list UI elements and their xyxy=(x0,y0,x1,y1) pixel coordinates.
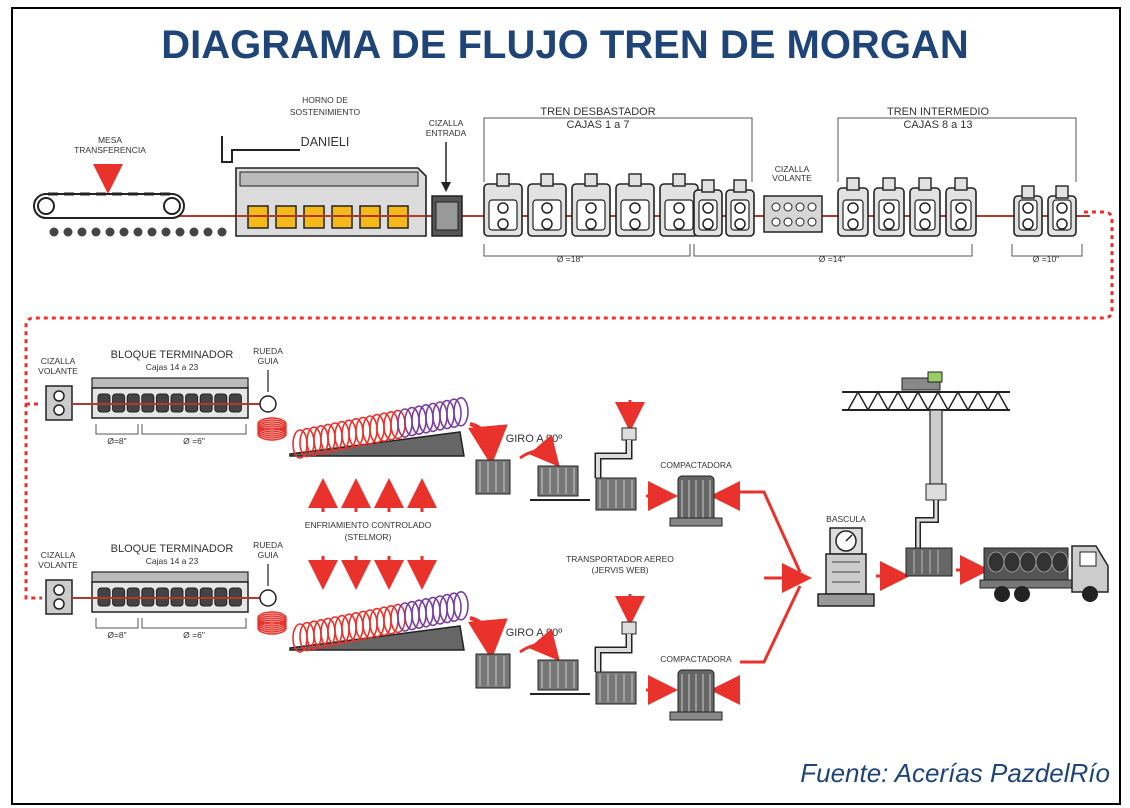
cizalla-volante-top-label-2: VOLANTE xyxy=(772,173,812,183)
bloque-terminador xyxy=(91,571,249,613)
diameter-brackets-top: Ø =18" Ø =14" Ø =10" xyxy=(483,244,1083,264)
stand-roughing-1 xyxy=(483,173,523,237)
stelmor-conveyor xyxy=(289,396,469,459)
mesa-label-2: TRANSFERENCIA xyxy=(74,145,146,155)
jervis-label: (JERVIS WEB) xyxy=(592,565,649,575)
stand-intermediate-12 xyxy=(1013,185,1043,237)
compactadora-label: COMPACTADORA xyxy=(660,460,732,470)
diam-6-label: Ø =6" xyxy=(183,630,205,640)
stand-roughing-3 xyxy=(571,173,611,237)
stand-intermediate-8 xyxy=(837,177,869,237)
stand-intermediate-10 xyxy=(909,177,941,237)
compactadora-label: COMPACTADORA xyxy=(660,654,732,664)
cizalla-volante-label-2: VOLANTE xyxy=(38,560,78,570)
hook-conveyor xyxy=(594,400,645,511)
bloque-terminador xyxy=(91,377,249,419)
roller-table xyxy=(49,227,227,237)
source-note: Fuente: Acerías PazdelRío xyxy=(800,758,1110,788)
cizalla-volante-label-2: VOLANTE xyxy=(38,366,78,376)
rueda-guia-icon xyxy=(259,589,277,607)
giro-label: GIRO A 90º xyxy=(506,627,563,639)
bloque-terminador-label: BLOQUE TERMINADOR xyxy=(111,349,234,361)
cizalla-entrada-label-2: ENTRADA xyxy=(426,128,467,138)
intermedio-label-1: TREN INTERMEDIO xyxy=(887,106,990,118)
bloque-cajas-label: Cajas 14 a 23 xyxy=(146,556,199,566)
laying-head-coil xyxy=(257,417,287,441)
stand-intermediate-13 xyxy=(1047,185,1077,237)
stand-intermediate-11 xyxy=(945,177,977,237)
stand-roughing-6 xyxy=(693,179,723,237)
cooling-arrows xyxy=(308,478,437,590)
mesa-transferencia: MESA TRANSFERENCIA xyxy=(33,135,227,237)
stand-roughing-2 xyxy=(527,173,567,237)
rueda-guia-label-1: RUEDA xyxy=(253,346,283,356)
diam-18-label: Ø =18" xyxy=(557,254,583,264)
hook-conveyor xyxy=(594,594,645,705)
coil-reformer xyxy=(475,653,511,689)
cizalla-entrada: CIZALLA ENTRADA xyxy=(426,118,467,237)
giro-arrow xyxy=(467,616,508,660)
cizalla-volante-icon xyxy=(45,579,73,615)
cizalla-volante-top: CIZALLA VOLANTE xyxy=(763,164,823,233)
horno-label-1: HORNO DE xyxy=(302,95,348,105)
horno-sostenimiento: HORNO DE SOSTENIMIENTO DANIELI xyxy=(221,95,427,237)
rueda-guia-label-2: GUIA xyxy=(258,356,279,366)
cizalla-entrada-label-1: CIZALLA xyxy=(429,118,464,128)
diam-10-label: Ø =10" xyxy=(1033,254,1059,264)
laying-head-coil xyxy=(257,611,287,635)
stand-roughing-4 xyxy=(615,173,655,237)
horno-label-2: SOSTENIMIENTO xyxy=(290,107,361,117)
truck xyxy=(979,545,1109,602)
tren-desbastador-label: TREN DESBASTADOR CAJAS 1 a 7 xyxy=(483,106,753,182)
coil-reformer xyxy=(475,459,511,495)
red-dashed-route xyxy=(24,210,1114,600)
horno-brand: DANIELI xyxy=(301,135,350,149)
rueda-guia-label-2: GUIA xyxy=(258,550,279,560)
bascula: BASCULA xyxy=(817,514,875,607)
bascula-label: BASCULA xyxy=(826,514,866,524)
compactadora xyxy=(646,475,740,527)
rueda-guia-label-1: RUEDA xyxy=(253,540,283,550)
overhead-crane xyxy=(842,371,1010,577)
coil-collector xyxy=(530,659,590,695)
desbastador-label-2: CAJAS 1 a 7 xyxy=(567,119,630,131)
diam-8-label: Ø=8" xyxy=(107,630,126,640)
stand-roughing-7 xyxy=(725,179,755,237)
conveyor-belt xyxy=(33,193,185,219)
bloque-cajas-label: Cajas 14 a 23 xyxy=(146,362,199,372)
diam-8-label: Ø=8" xyxy=(107,436,126,446)
compactadora xyxy=(646,669,740,721)
stand-intermediate-9 xyxy=(873,177,905,237)
diam-14-label: Ø =14" xyxy=(819,254,845,264)
top-stands xyxy=(483,173,1077,237)
tren-intermedio-label: TREN INTERMEDIO CAJAS 8 a 13 xyxy=(837,106,1077,182)
cizalla-volante-label-1: CIZALLA xyxy=(41,550,76,560)
stelmor-conveyor xyxy=(289,590,469,653)
cizalla-volante-icon xyxy=(45,385,73,421)
intermedio-label-2: CAJAS 8 a 13 xyxy=(903,119,972,131)
giro-arrow xyxy=(467,422,508,466)
bloque-terminador-label: BLOQUE TERMINADOR xyxy=(111,543,234,555)
cizalla-volante-top-label-1: CIZALLA xyxy=(775,164,810,174)
desbastador-label-1: TREN DESBASTADOR xyxy=(540,106,655,118)
giro-label: GIRO A 90º xyxy=(506,433,563,445)
enfriamiento-label: ENFRIAMIENTO CONTROLADO xyxy=(305,520,432,530)
stelmor-label: (STELMOR) xyxy=(345,532,392,542)
rueda-guia-icon xyxy=(259,395,277,413)
diagram-title: DIAGRAMA DE FLUJO TREN DE MORGAN xyxy=(161,23,968,67)
outer-frame xyxy=(11,7,1121,805)
diam-6-label: Ø =6" xyxy=(183,436,205,446)
merge-arrows xyxy=(740,490,812,664)
mesa-label-1: MESA xyxy=(98,135,122,145)
transportador-label: TRANSPORTADOR AEREO xyxy=(566,554,674,564)
stand-roughing-5 xyxy=(659,173,699,237)
coil-collector xyxy=(530,465,590,501)
cizalla-volante-label-1: CIZALLA xyxy=(41,356,76,366)
